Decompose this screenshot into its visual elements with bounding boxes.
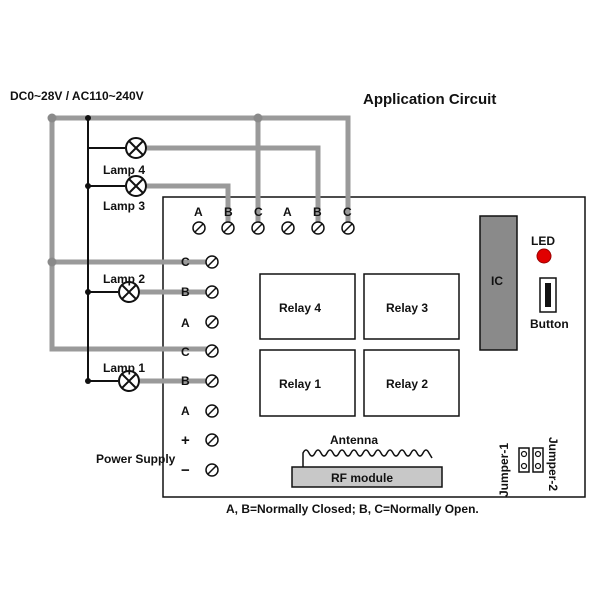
left-terminals: [205, 255, 219, 477]
ic-chip: IC: [479, 215, 518, 351]
junction-dots: [47, 113, 263, 384]
lamp-2-label: Lamp 2: [103, 272, 145, 286]
ic-label: IC: [491, 274, 503, 288]
live-wiring: [49, 115, 351, 384]
screw-terminal: [205, 433, 219, 447]
button-icon: [539, 277, 557, 313]
top-terminal-label: A: [283, 205, 292, 219]
relay-3-label: Relay 3: [386, 301, 428, 315]
lamp-3-icon: [125, 175, 147, 197]
led-icon: [536, 248, 552, 264]
jumper-1: [518, 447, 530, 473]
screw-terminal: [205, 374, 219, 388]
neutral-wiring: [87, 118, 125, 382]
power-supply-label: Power Supply: [96, 452, 176, 466]
lamp-4-icon: [125, 137, 147, 159]
supply-label: DC0~28V / AC110~240V: [10, 89, 144, 103]
button-label: Button: [530, 317, 569, 331]
screw-terminal: [205, 255, 219, 269]
screw-terminal: [341, 221, 355, 235]
lamp-1-icon: [118, 370, 140, 392]
relay-3: Relay 3: [363, 273, 460, 340]
relay-2: Relay 2: [363, 349, 460, 417]
jumper-2: [532, 447, 544, 473]
screw-terminal: [205, 285, 219, 299]
top-terminal-label: B: [313, 205, 322, 219]
relay-1: Relay 1: [259, 349, 356, 417]
left-terminal-label: A: [181, 404, 190, 418]
lamp-2-icon: [118, 281, 140, 303]
relay-2-label: Relay 2: [386, 377, 428, 391]
jumper-2-label: Jumper-2: [546, 437, 560, 491]
antenna-label: Antenna: [330, 433, 378, 447]
relay-4: Relay 4: [259, 273, 356, 340]
top-terminal-labels: A B C A B C: [194, 205, 352, 219]
screw-terminal: [205, 463, 219, 477]
led-label: LED: [531, 234, 555, 248]
jumper-1-label: Jumper-1: [497, 443, 511, 497]
left-terminal-label: C: [181, 255, 190, 269]
screw-terminal: [281, 221, 295, 235]
relay-4-label: Relay 4: [279, 301, 321, 315]
screw-terminal: [192, 221, 206, 235]
left-terminal-label: B: [181, 285, 190, 299]
screw-terminal: [311, 221, 325, 235]
lamp-4-label: Lamp 4: [103, 163, 145, 177]
left-terminal-label: +: [181, 432, 190, 449]
screw-terminal: [251, 221, 265, 235]
rf-module-label: RF module: [331, 471, 393, 485]
top-terminal-label: C: [254, 205, 263, 219]
left-terminal-labels: C B A C B A + −: [181, 255, 190, 479]
screw-terminal: [221, 221, 235, 235]
diagram-title: Application Circuit: [363, 91, 496, 108]
lamp-1-label: Lamp 1: [103, 361, 145, 375]
left-terminal-label: C: [181, 345, 190, 359]
left-terminal-label: A: [181, 316, 190, 330]
left-terminal-label: −: [181, 462, 190, 479]
relay-1-label: Relay 1: [279, 377, 321, 391]
antenna-coil-icon: [302, 449, 433, 468]
top-terminal-label: A: [194, 205, 203, 219]
top-terminal-label: C: [343, 205, 352, 219]
screw-terminal: [205, 404, 219, 418]
lamp-3-label: Lamp 3: [103, 199, 145, 213]
rf-module: RF module: [291, 466, 443, 488]
top-terminal-label: B: [224, 205, 233, 219]
left-terminal-label: B: [181, 374, 190, 388]
top-terminals: [192, 221, 355, 235]
screw-terminal: [205, 344, 219, 358]
screw-terminal: [205, 315, 219, 329]
footnote: A, B=Normally Closed; B, C=Normally Open…: [226, 502, 479, 516]
